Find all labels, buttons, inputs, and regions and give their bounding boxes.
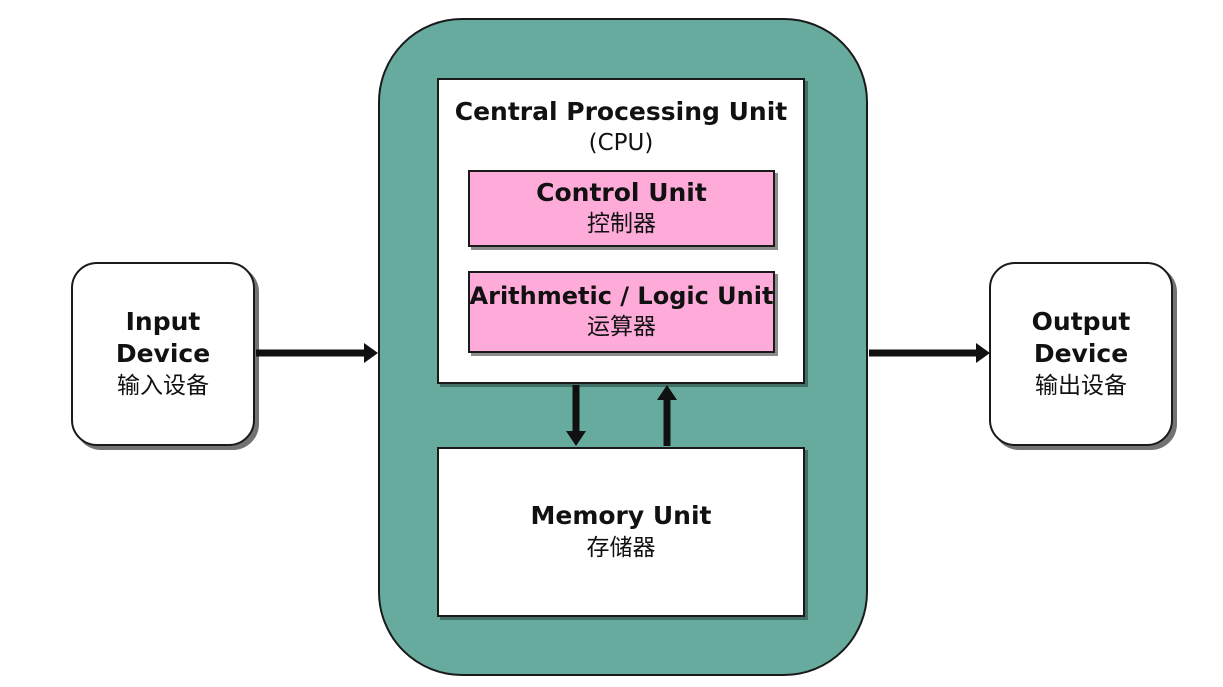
cpu-title: Central Processing Unit [454,97,788,126]
memory-unit-subtitle: 存储器 [586,534,656,561]
input-device-subtitle: 输入设备 [117,372,209,399]
control-unit-box: Control Unit 控制器 [468,170,775,247]
input-device-title-line2: Device [115,339,211,369]
arrow-input-to-computer [256,343,378,363]
input-device-box: Input Device 输入设备 [71,262,255,446]
memory-unit-box: Memory Unit 存储器 [437,447,805,617]
alu-box: Arithmetic / Logic Unit 运算器 [468,271,775,353]
alu-subtitle: 运算器 [587,314,656,341]
control-unit-subtitle: 控制器 [587,211,656,238]
input-device-title-line1: Input [125,306,201,336]
output-device-subtitle: 输出设备 [1035,372,1127,399]
cpu-abbr: (CPU) [588,129,654,156]
alu-title: Arithmetic / Logic Unit [469,281,774,310]
arrow-computer-to-output [869,343,990,363]
memory-unit-title: Memory Unit [530,501,712,531]
output-device-box: Output Device 输出设备 [989,262,1173,446]
output-device-title-line2: Device [1033,339,1129,369]
output-device-title-line1: Output [1031,306,1131,336]
control-unit-title: Control Unit [536,177,707,207]
